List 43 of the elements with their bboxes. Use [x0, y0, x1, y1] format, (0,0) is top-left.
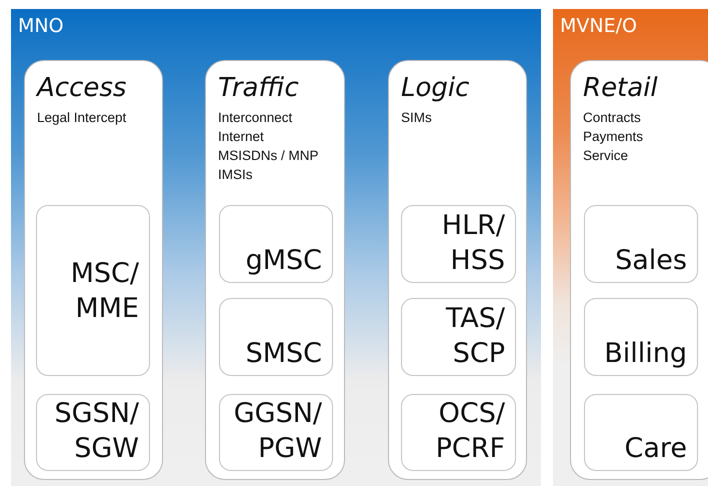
function-item: Interconnect	[218, 109, 294, 127]
component-box	[584, 298, 698, 376]
component-label: TAS/ SCP	[446, 302, 505, 371]
function-item: Internet	[218, 128, 265, 146]
component-label: SGSN/ SGW	[54, 397, 139, 466]
component-box	[401, 298, 516, 376]
layer-heading: Access	[37, 73, 126, 103]
function-item: Legal Intercept	[37, 109, 126, 127]
layer-card	[205, 60, 345, 480]
domain-panel	[11, 9, 541, 486]
component-box	[36, 394, 150, 471]
component-label: Billing	[604, 337, 687, 371]
function-item: Contracts	[583, 109, 642, 127]
function-item: SIMs	[401, 109, 432, 127]
component-label: HLR/ HSS	[442, 209, 505, 278]
function-item: Payments	[583, 128, 644, 146]
function-item: IMSIs	[218, 166, 254, 184]
function-item: Service	[583, 147, 630, 165]
component-label: Sales	[615, 244, 687, 278]
component-box	[584, 205, 698, 283]
domain-panel	[553, 9, 708, 486]
component-box	[36, 205, 150, 376]
component-label: GGSN/ PGW	[234, 397, 322, 466]
component-label: SMSC	[246, 337, 322, 371]
component-box	[401, 205, 516, 283]
component-box	[584, 394, 698, 471]
layer-heading: Logic	[401, 73, 470, 103]
layer-card	[24, 60, 163, 480]
layer-card	[570, 60, 708, 480]
layer-card	[388, 60, 527, 480]
component-label: gMSC	[246, 244, 322, 278]
component-label: OCS/ PCRF	[436, 397, 505, 466]
component-box	[401, 394, 516, 471]
component-box	[219, 394, 333, 471]
layer-heading: Traffic	[218, 73, 299, 103]
layer-heading: Retail	[583, 73, 658, 103]
component-label: Care	[624, 432, 687, 466]
component-label: MSC/ MME	[70, 256, 139, 326]
panel-title: MNO	[18, 15, 64, 37]
panel-title: MVNE/O	[560, 15, 637, 37]
function-item: MSISDNs / MNP	[218, 147, 319, 165]
component-box	[219, 298, 333, 376]
component-box	[219, 205, 333, 283]
